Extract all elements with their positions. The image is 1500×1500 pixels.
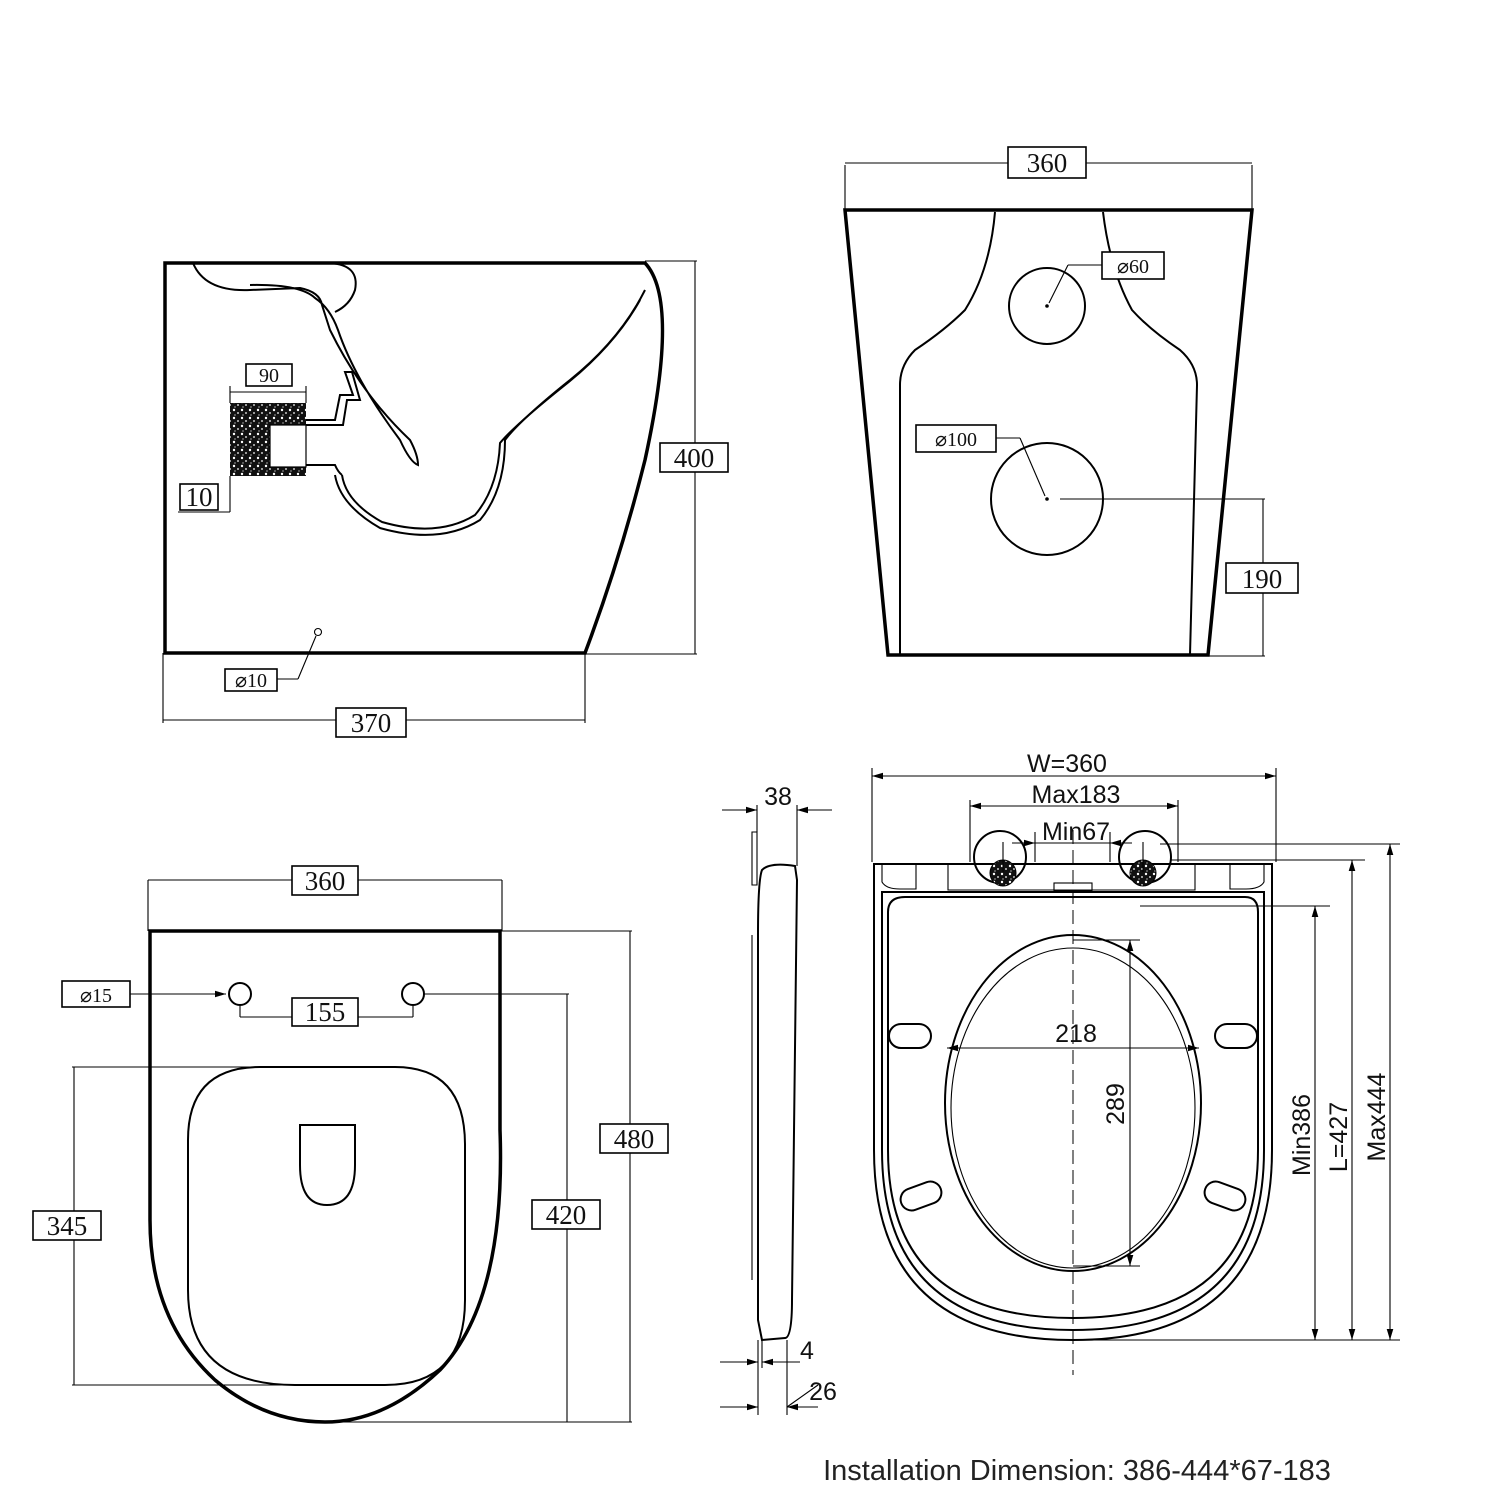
seat-min-length-label: Min386	[1288, 1094, 1316, 1176]
seat-side-view: 38 4 26	[720, 783, 837, 1415]
back-view-recess	[899, 211, 996, 655]
seat-width-label: W=360	[1027, 750, 1107, 778]
buffer	[899, 1180, 943, 1212]
seat-max-spacing-label: Max183	[1032, 781, 1121, 809]
top-view-hole-left	[228, 982, 252, 1006]
seat-length-label: L=427	[1325, 1102, 1353, 1172]
side-view: 400 370 90 10 ⌀10	[162, 260, 729, 738]
back-view-inlet-label: ⌀60	[1117, 256, 1149, 278]
seat-gap-label: 4	[800, 1337, 814, 1365]
top-view-bowl-length-label: 345	[47, 1211, 88, 1241]
side-view-bowl-curve	[192, 262, 420, 467]
side-view-rim	[329, 262, 357, 313]
top-view-bowl	[187, 1066, 466, 1386]
seat-side-profile	[757, 863, 799, 1342]
top-view-width-label: 360	[305, 866, 346, 896]
back-view: 360 ⌀60 ⌀100 190	[843, 146, 1299, 657]
back-view-width-label: 360	[1027, 148, 1068, 178]
buffer	[1203, 1180, 1247, 1212]
side-view-height-label: 400	[674, 443, 715, 473]
side-view-trap-inner	[341, 299, 641, 530]
top-view-hole-label: ⌀15	[80, 985, 112, 1007]
seat-min-spacing-label: Min67	[1042, 818, 1110, 846]
top-view-hole-to-front-label: 420	[546, 1200, 587, 1230]
side-view-gap-label: 10	[186, 482, 213, 512]
seat-opening-width-label: 218	[1055, 1020, 1097, 1048]
seat-thickness-label: 38	[764, 783, 792, 811]
top-view-drain	[299, 1124, 356, 1207]
back-view-outlet-height-label: 190	[1242, 564, 1283, 594]
side-view-hole-label: ⌀10	[235, 670, 267, 692]
top-view-spacing-label: 155	[305, 997, 346, 1027]
back-view-outlet-label: ⌀100	[935, 429, 977, 451]
top-view: 360 ⌀15 155 480 420 345	[32, 865, 669, 1424]
seat-top-view: W=360 Max183 Min67 218 289 Min386 L=427 …	[871, 750, 1400, 1375]
back-view-inlet	[1008, 267, 1086, 345]
side-view-outlet-pipe	[305, 371, 362, 426]
back-view-outline	[843, 208, 1254, 657]
installation-caption: Installation Dimension: 386-444*67-183	[823, 1455, 1331, 1487]
side-view-width-label: 370	[351, 708, 392, 738]
top-view-hole-right	[401, 982, 425, 1006]
seat-base-label: 26	[809, 1378, 837, 1406]
side-view-pipe-label: 90	[259, 365, 279, 387]
seat-opening-length-label: 289	[1102, 1083, 1130, 1125]
seat-max-length-label: Max444	[1363, 1072, 1391, 1161]
top-view-depth-label: 480	[614, 1124, 655, 1154]
buffer	[888, 1023, 932, 1049]
buffer	[1214, 1023, 1258, 1049]
side-view-outline	[163, 261, 665, 655]
